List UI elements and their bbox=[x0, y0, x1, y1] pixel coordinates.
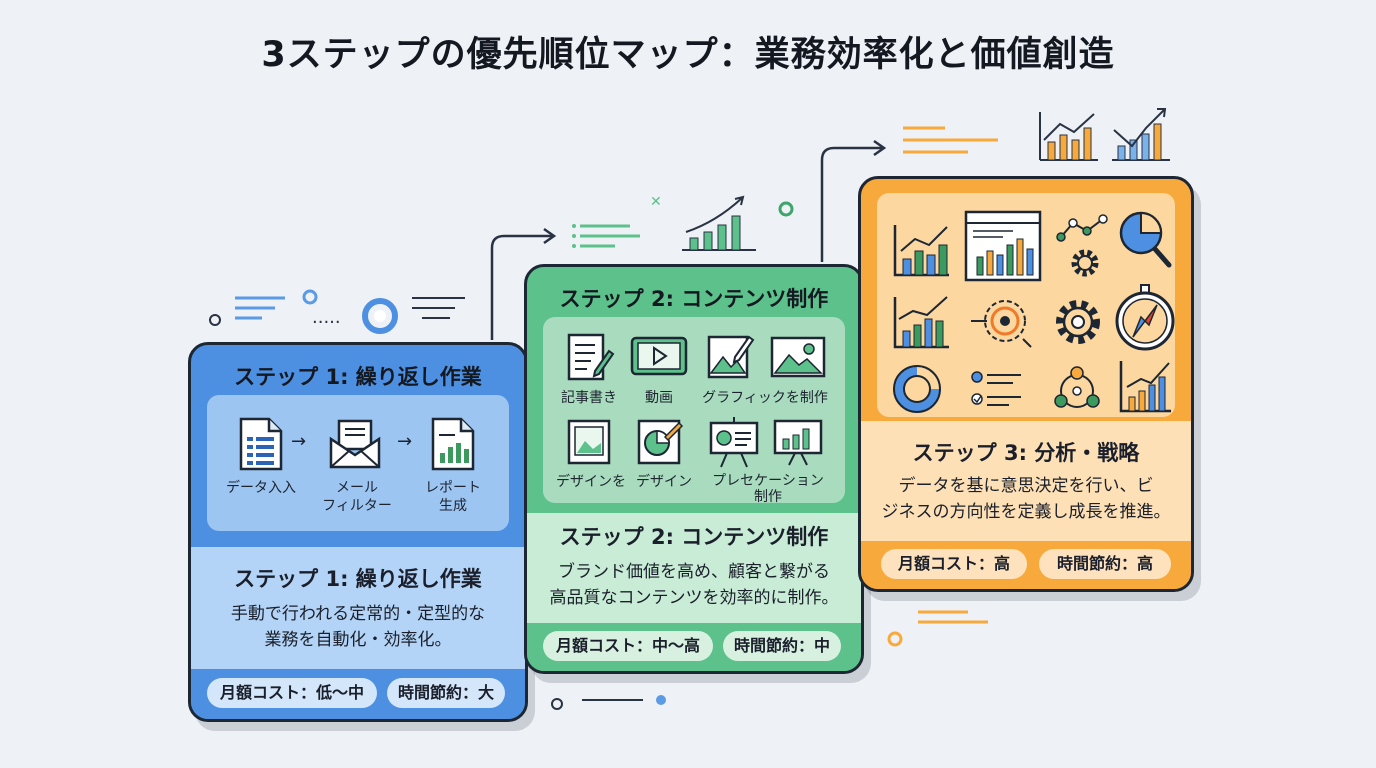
step3-body: ステップ 3: 分析・戦略 データを基に意思決定を行い、ビ ジネスの方向性を定義… bbox=[861, 421, 1191, 541]
flow-label-mail-filter: メール フィルター bbox=[322, 480, 392, 514]
design-image-icon bbox=[567, 419, 611, 465]
dashboard-window-icon bbox=[964, 210, 1042, 282]
step3-card: ステップ 3: 分析・戦略 データを基に意思決定を行い、ビ ジネスの方向性を定義… bbox=[858, 176, 1194, 592]
step1-description: 手動で行われる定常的・定型的な 業務を自動化・効率化。 bbox=[230, 604, 486, 650]
blue-decoration: ····· bbox=[209, 289, 465, 334]
article-writing-icon bbox=[567, 333, 615, 381]
video-play-icon bbox=[630, 336, 688, 376]
svg-text:✕: ✕ bbox=[650, 194, 662, 210]
step3-cost-badge: 月額コスト：高 bbox=[881, 549, 1027, 579]
compass-icon bbox=[1115, 284, 1175, 351]
icon-label-video: 動画 bbox=[645, 390, 673, 406]
step2-header: ステップ 2: コンテンツ制作 bbox=[559, 287, 829, 311]
step3-subheading: ステップ 3: 分析・戦略 bbox=[912, 441, 1140, 465]
step3-description: データを基に意思決定を行い、ビ ジネスの方向性を定義し成長を推進。 bbox=[881, 476, 1171, 522]
flow-arrow-icon: → bbox=[291, 431, 307, 452]
pie-magnifier-icon bbox=[1119, 211, 1172, 268]
step2-description: ブランド価値を高め、顧客と繋がる 高品質なコンテンツを効率的に制作。 bbox=[549, 562, 839, 608]
icon-label-article: 記事書き bbox=[561, 390, 617, 406]
step1-header: ステップ 1: 繰り返し作業 bbox=[234, 365, 482, 389]
step2-icon-panel: 記事書き 動画 グラフィックを制作 bbox=[543, 317, 845, 505]
network-gear-icon bbox=[1056, 214, 1108, 277]
design-pie-chart-icon bbox=[637, 419, 684, 465]
bar-trend-chart-icon bbox=[893, 225, 949, 277]
step1-footer: 月額コスト：低〜中 時間節約：大 bbox=[191, 669, 525, 719]
step1-time-badge: 時間節約：大 bbox=[387, 678, 505, 708]
step1-flow-panel: → → データ入入 メール フィルター レポート 生成 bbox=[207, 395, 509, 531]
icon-label-design-1: デザインを bbox=[556, 474, 626, 490]
page-title: 3ステップの優先順位マップ：業務効率化と価値創造 bbox=[261, 35, 1115, 75]
step2-footer: 月額コスト：中〜高 時間節約：中 bbox=[527, 623, 861, 671]
mail-envelope-icon bbox=[329, 419, 381, 469]
step1-card: ステップ 1: 繰り返し作業 → → データ入入 bbox=[188, 342, 528, 722]
report-chart-icon bbox=[431, 417, 475, 471]
icon-label-presentation: プレセケーション 制作 bbox=[712, 473, 824, 505]
step2-card: ステップ 2: コンテンツ制作 記事書き 動画 bbox=[524, 264, 864, 674]
step3-time-badge: 時間節約：高 bbox=[1039, 549, 1171, 579]
icon-label-graphic: グラフィックを制作 bbox=[702, 390, 828, 406]
presentation-chart-icon bbox=[773, 419, 823, 466]
checklist-icon bbox=[971, 371, 1021, 406]
svg-text:·····: ····· bbox=[312, 312, 341, 333]
icon-label-design-2: デザイン bbox=[636, 474, 692, 490]
step2-time-badge: 時間節約：中 bbox=[723, 631, 841, 661]
bar-uptrend-icon bbox=[1119, 361, 1171, 413]
step3-footer: 月額コスト：高 時間節約：高 bbox=[861, 541, 1191, 589]
target-radar-icon bbox=[971, 300, 1032, 348]
image-landscape-icon bbox=[770, 336, 826, 378]
bar-growth-chart-icon bbox=[893, 296, 949, 349]
flow-label-data-entry: データ入入 bbox=[226, 480, 296, 496]
flow-label-report: レポート 生成 bbox=[425, 480, 481, 514]
presentation-board-icon bbox=[709, 417, 759, 468]
graphic-image-pen-icon bbox=[707, 335, 755, 379]
flow-arrow-icon: → bbox=[397, 431, 413, 452]
data-sheet-icon bbox=[239, 417, 283, 471]
step1-cost-badge: 月額コスト：低〜中 bbox=[207, 678, 377, 708]
step3-icon-panel bbox=[877, 193, 1175, 417]
donut-chart-icon bbox=[893, 365, 941, 413]
step2-cost-badge: 月額コスト：中〜高 bbox=[543, 631, 713, 661]
team-network-icon bbox=[1054, 366, 1100, 408]
step1-body: ステップ 1: 繰り返し作業 手動で行われる定常的・定型的な 業務を自動化・効率… bbox=[191, 547, 525, 669]
step2-subheading: ステップ 2: コンテンツ制作 bbox=[559, 525, 829, 549]
step1-subheading: ステップ 1: 繰り返し作業 bbox=[234, 567, 482, 591]
gear-settings-icon bbox=[1056, 300, 1100, 344]
step2-body: ステップ 2: コンテンツ制作 ブランド価値を高め、顧客と繋がる 高品質なコンテ… bbox=[527, 513, 861, 623]
